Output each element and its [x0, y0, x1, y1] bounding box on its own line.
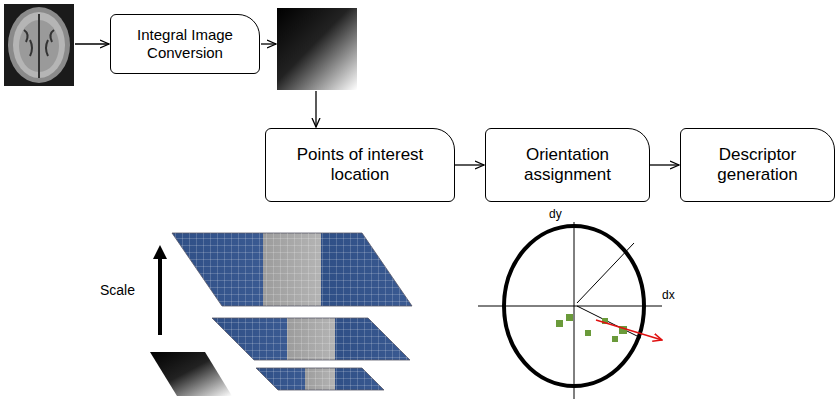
filter-stack	[150, 233, 412, 396]
orientation-window	[478, 222, 662, 399]
flow-arrow	[315, 91, 316, 127]
flow-arrow	[75, 43, 109, 44]
box-label: Descriptor generation	[689, 145, 826, 186]
process-box: Orientation assignment	[485, 128, 650, 202]
box-label: Points of interest location	[274, 145, 446, 186]
box-label: Integral Image Conversion	[119, 26, 251, 62]
annotation-label: dx	[662, 288, 675, 302]
flow-arrow	[650, 164, 679, 165]
annotation-label: Scale	[100, 282, 135, 298]
integral-image	[277, 8, 357, 90]
mri-image	[4, 4, 74, 86]
annotation-label: dy	[549, 207, 562, 221]
process-box: Descriptor generation	[680, 128, 835, 202]
process-box: Points of interest location	[265, 128, 455, 202]
process-box: Integral Image Conversion	[110, 14, 260, 74]
flow-arrow	[455, 164, 484, 165]
box-label: Orientation assignment	[494, 145, 641, 186]
flow-arrow	[261, 43, 276, 44]
